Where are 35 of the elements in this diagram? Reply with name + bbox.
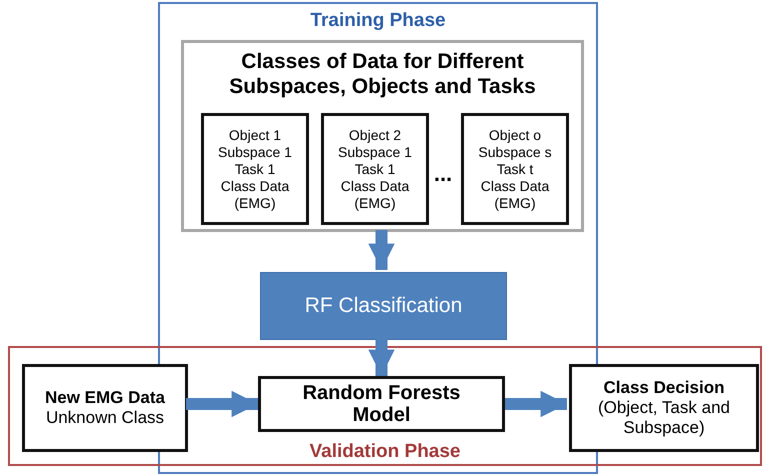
data-box	[461, 113, 569, 225]
process-box	[260, 272, 507, 340]
box-text: RF Classification	[304, 294, 462, 318]
process-box	[258, 376, 505, 432]
box-text: Unknown Class	[46, 408, 164, 428]
box-title: Class Decision	[604, 378, 724, 398]
block-arrow	[368, 230, 395, 270]
phase-frame	[8, 346, 762, 466]
process-box	[22, 364, 188, 452]
box-text: Class Data (EMG)	[480, 178, 550, 212]
section-title: Validation Phase	[310, 441, 460, 463]
block-arrow	[186, 390, 258, 418]
box-text: Task t	[496, 160, 534, 178]
box-text: Task 1	[234, 160, 276, 178]
section-title: Training Phase	[310, 10, 446, 32]
box-text: Class Data (EMG)	[220, 178, 290, 212]
group-box	[181, 40, 584, 232]
box-text: Subspace 1	[338, 144, 412, 160]
box-text: Object 1	[228, 126, 282, 144]
section-title: Classes of Data for Different Subspaces, Objects and Tasks	[228, 49, 537, 99]
box-text: (Object, Task and Subspace)	[597, 398, 731, 438]
box-text: Subspace s	[478, 144, 552, 160]
data-box	[201, 113, 309, 225]
block-arrow	[505, 390, 567, 418]
data-box	[321, 113, 429, 225]
block-arrow	[368, 338, 395, 376]
box-text: Subspace 1	[218, 144, 292, 160]
box-title: New EMG Data	[45, 388, 165, 408]
box-text: Class Data (EMG)	[340, 178, 410, 212]
process-box	[569, 364, 759, 452]
box-text: Object 2	[348, 126, 402, 144]
box-text: Random Forests Model	[302, 382, 462, 426]
ellipsis: ...	[432, 161, 454, 187]
box-text: Object o	[488, 126, 542, 144]
box-text: Task 1	[354, 160, 396, 178]
